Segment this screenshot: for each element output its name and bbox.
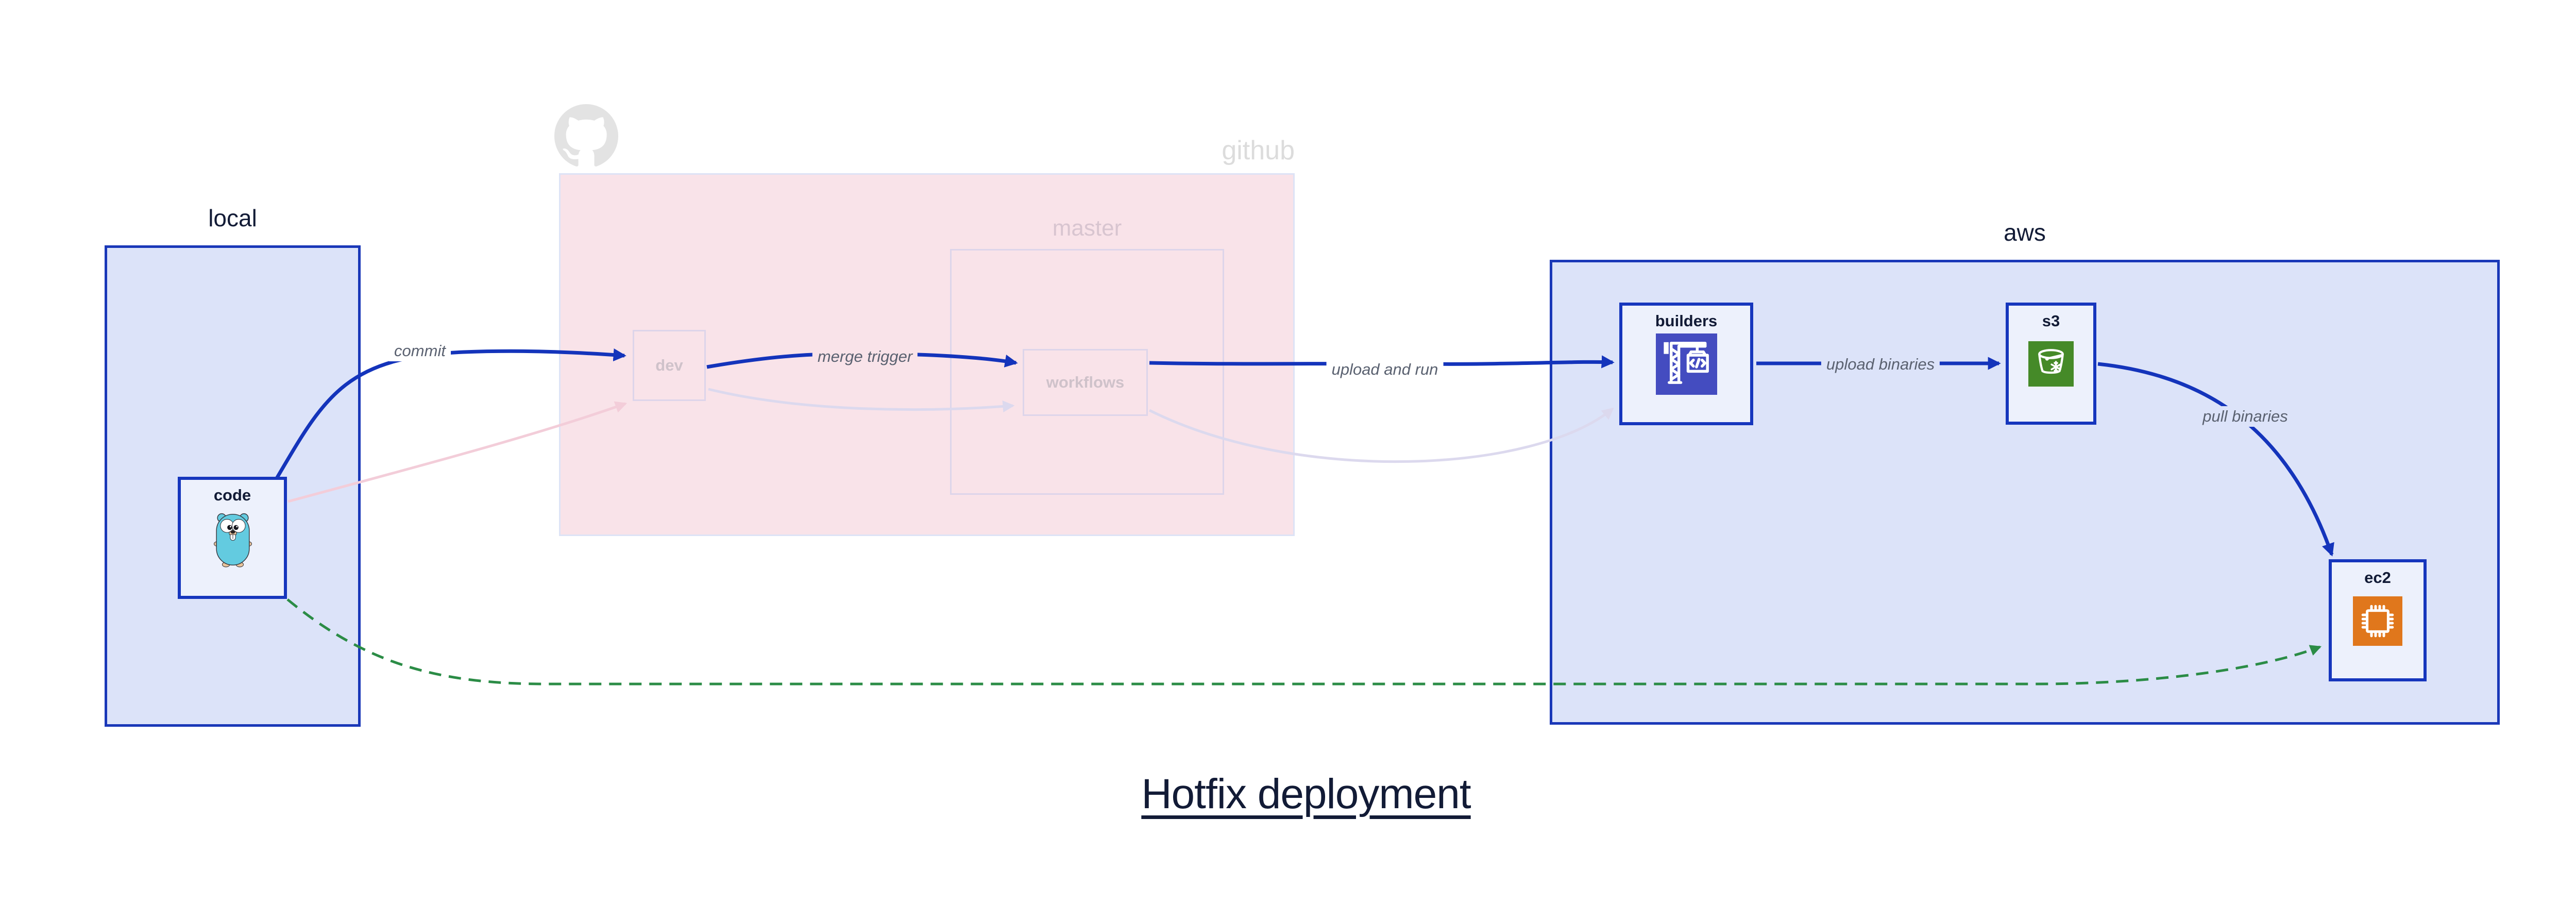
edge-label-upload-and-run: upload and run [1326,359,1444,380]
edge-label-upload-binaries: upload binaries [1821,354,1940,375]
local-container-label: local [208,205,257,231]
node-dev-label: dev [655,356,683,374]
node-ec2-label: ec2 [2364,569,2391,587]
node-dev: dev [633,330,706,401]
edge-label-commit: commit [389,341,451,361]
node-s3-label: s3 [2042,312,2060,330]
edge-faded-workflows-to-builders [1148,407,1614,463]
github-container-label: github [1222,136,1295,165]
node-builders-label: builders [1655,312,1718,330]
aws-codebuild-icon [1656,333,1717,395]
edge-commit [275,348,626,479]
node-code-label: code [213,486,251,504]
edge-faded-code-to-dev [287,401,628,503]
edge-pull-binaries [2097,362,2334,557]
diagram-title: Hotfix deployment [1141,771,1471,817]
node-builders: builders [1619,303,1753,425]
node-ec2: ec2 [2329,559,2427,681]
master-branch-label: master [1052,215,1122,241]
edge-faded-dev-to-workflows [708,388,1015,412]
aws-ec2-chip-icon [2353,596,2402,646]
node-s3: s3 [2006,303,2096,425]
node-workflows-label: workflows [1046,373,1125,391]
go-gopher-icon [214,512,252,567]
node-code: code [178,477,287,599]
master-branch-box [950,249,1224,495]
edge-hotfix-bypass [286,598,2322,686]
edge-label-merge-trigger: merge trigger [812,346,918,367]
github-octocat-icon [554,104,618,168]
edge-label-pull-binaries: pull binaries [2197,406,2293,427]
node-workflows: workflows [1023,349,1148,416]
aws-s3-glacier-bucket-icon [2028,341,2074,387]
aws-container-label: aws [2004,219,2046,246]
